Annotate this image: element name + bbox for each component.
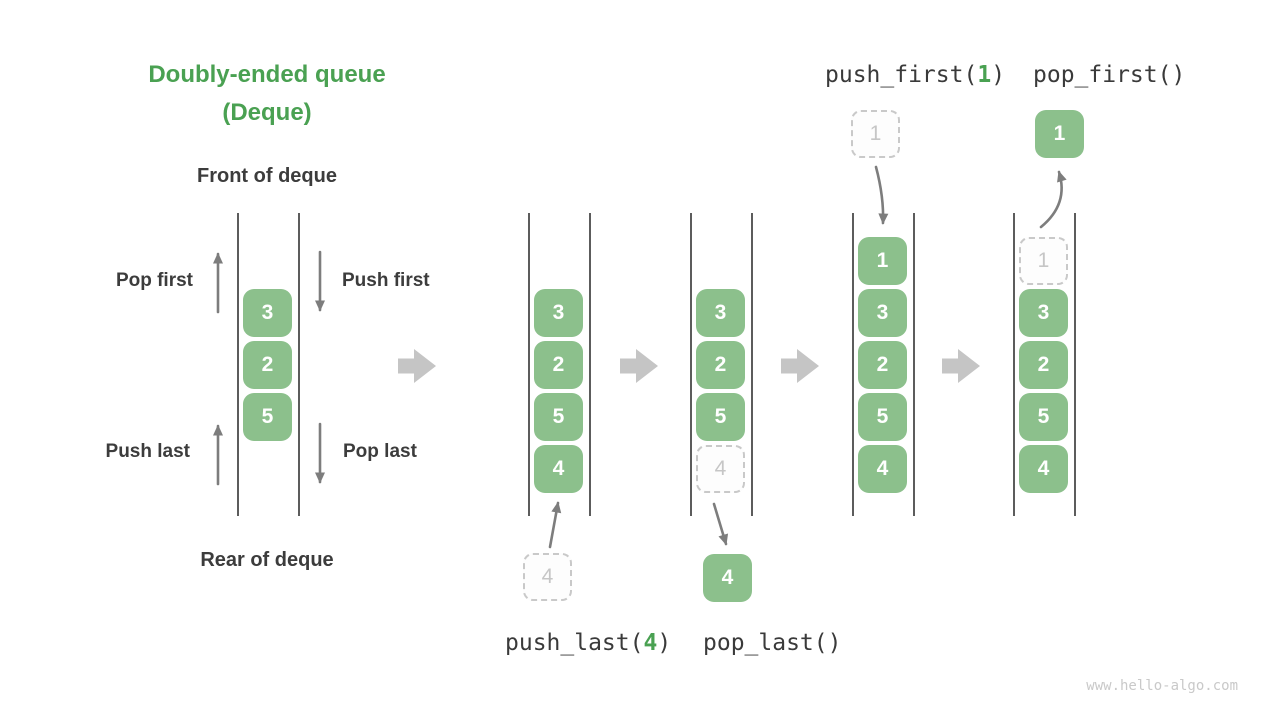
deque-after-pop-last-left-wall [690, 213, 692, 516]
push-first-insert-arrow-icon [874, 165, 889, 225]
push-first-label: Push first [342, 270, 430, 291]
deque-after-pop-first-cell-3: 3 [1019, 289, 1068, 337]
deque-after-pop-first-cell-2: 2 [1019, 341, 1068, 389]
deque-after-push-first-cell-5: 5 [858, 393, 907, 441]
deque-after-pop-first-cell-5: 5 [1019, 393, 1068, 441]
deque-after-push-first-right-wall [913, 213, 915, 516]
deque-after-pop-first-left-wall [1013, 213, 1015, 516]
push-first-code-label: push_first(1) [825, 62, 1005, 88]
deque-after-pop-last-cell-3: 3 [696, 289, 745, 337]
push-last-code-label: push_last(4) [505, 630, 671, 656]
deque-after-pop-last-cell-2: 2 [696, 341, 745, 389]
deque-after-push-last-cell-3: 3 [534, 289, 583, 337]
transition-arrow-icon [942, 349, 980, 383]
deque-initial-cell-2: 2 [243, 341, 292, 389]
push-first-code-prefix: push_first( [825, 62, 978, 88]
deque-after-push-last-right-wall [589, 213, 591, 516]
push-last-insert-arrow-icon [548, 501, 562, 549]
deque-after-push-first-cell-3: 3 [858, 289, 907, 337]
push-last-code-prefix: push_last( [505, 630, 644, 656]
pop-first-popped-value: 1 [1035, 110, 1084, 158]
deque-initial-cell-5: 5 [243, 393, 292, 441]
pop-first-remove-arrow-icon [1039, 170, 1067, 229]
transition-arrow-icon [620, 349, 658, 383]
deque-after-push-first-cell-1: 1 [858, 237, 907, 285]
deque-after-push-first-cell-4: 4 [858, 445, 907, 493]
front-of-deque-label: Front of deque [197, 165, 337, 187]
push-last-code-suffix: ) [657, 630, 672, 656]
pop-first-label: Pop first [115, 270, 193, 291]
push-first-incoming-value: 1 [851, 110, 900, 158]
deque-after-push-last-cell-2: 2 [534, 341, 583, 389]
deque-after-pop-last-right-wall [751, 213, 753, 516]
push-last-incoming-value: 4 [523, 553, 572, 601]
transition-arrow-icon [781, 349, 819, 383]
deque-after-pop-last-cell-5: 5 [696, 393, 745, 441]
deque-after-push-first-left-wall [852, 213, 854, 516]
rear-of-deque-label: Rear of deque [200, 549, 334, 571]
transition-arrow-icon [398, 349, 436, 383]
pop-last-remove-arrow-icon [712, 502, 729, 546]
pop-last-popped-value: 4 [703, 554, 752, 602]
deque-after-pop-first-right-wall [1074, 213, 1076, 516]
deque-after-pop-last-cell-4-ghost: 4 [696, 445, 745, 493]
diagram-title: Doubly-ended queue (Deque) [107, 56, 427, 132]
deque-after-push-first-cell-2: 2 [858, 341, 907, 389]
deque-initial-left-wall [237, 213, 239, 516]
pop-last-label: Pop last [343, 441, 417, 462]
deque-after-push-last-left-wall [528, 213, 530, 516]
diagram-title-line2: (Deque) [222, 99, 312, 126]
deque-initial-right-wall [298, 213, 300, 516]
diagram-title-line1: Doubly-ended queue [148, 61, 386, 88]
deque-after-push-last-cell-5: 5 [534, 393, 583, 441]
push-last-label: Push last [105, 441, 190, 462]
pop-last-code-label: pop_last() [703, 630, 842, 656]
deque-after-pop-first-cell-4: 4 [1019, 445, 1068, 493]
watermark: www.hello-algo.com [1086, 678, 1238, 694]
deque-after-push-last-cell-4: 4 [534, 445, 583, 493]
push-first-code-suffix: ) [991, 62, 1006, 88]
push-last-code-arg: 4 [643, 630, 658, 656]
push-first-code-arg: 1 [977, 62, 992, 88]
deque-after-pop-first-cell-1-ghost: 1 [1019, 237, 1068, 285]
pop-first-code-label: pop_first() [1033, 62, 1186, 88]
deque-initial-cell-3: 3 [243, 289, 292, 337]
